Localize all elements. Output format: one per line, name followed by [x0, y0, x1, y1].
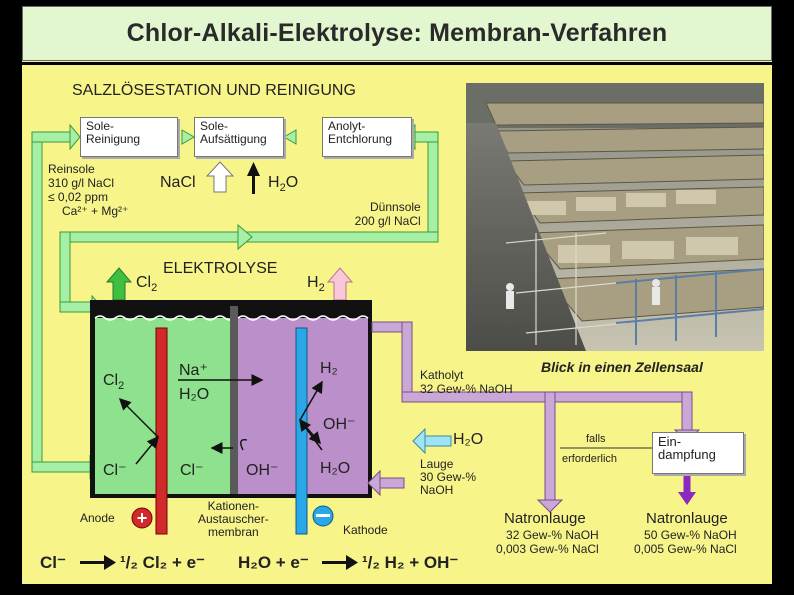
- hydrogen-out-label: H2: [307, 274, 325, 295]
- catholyte-label: Katholyt 32 Gew-% NaOH: [420, 368, 513, 396]
- box-brine-purification: Sole- Reinigung: [80, 117, 178, 157]
- chloride-left: Cl⁻: [103, 462, 127, 479]
- divider: [22, 62, 772, 65]
- photo-caption: Blick in einen Zellensaal: [541, 359, 703, 375]
- lauge-label: Lauge 30 Gew-% NaOH: [420, 457, 477, 497]
- water-inlet-label: H₂O: [453, 431, 484, 448]
- membrane-label: Kationen- Austauscher- membran: [198, 499, 269, 539]
- product-naoh-50: Natronlauge 50 Gew-% NaOH 0,005 Gew-% Na…: [634, 510, 737, 556]
- reinsole-label: Reinsole 310 g/l NaCl ≤ 0,02 ppm Ca²⁺ + …: [48, 162, 129, 218]
- electrolysis-heading: ELEKTROLYSE: [163, 260, 278, 277]
- cathode-water: H₂O: [320, 460, 351, 477]
- sodium-ion: Na⁺: [179, 362, 208, 379]
- svg-text:+: +: [137, 508, 148, 528]
- if-required-label: falls erforderlich: [562, 433, 618, 465]
- cathode-hydrogen: H₂: [320, 360, 338, 377]
- box-anolyte-dechlorination: Anolyt- Entchlorung: [322, 117, 412, 157]
- cathode-hydroxide: OH⁻: [323, 416, 356, 433]
- product-naoh-32: Natronlauge 32 Gew-% NaOH 0,003 Gew-% Na…: [496, 510, 599, 556]
- equation-cathode-left: H₂O + e⁻: [238, 553, 309, 572]
- hydroxide-mid: OH⁻: [246, 462, 279, 479]
- equation-anode-right: ¹/₂ Cl₂ + e⁻: [120, 553, 206, 572]
- page-title: Chlor-Alkali-Elektrolyse: Membran-Verfah…: [126, 19, 668, 47]
- equation-anode-left: Cl⁻: [40, 553, 66, 572]
- box-brine-saturation: Sole- Aufsättigung: [194, 117, 284, 157]
- cell-hall-photo: [466, 83, 764, 351]
- nacl-label: NaCl: [160, 174, 196, 191]
- equation-cathode-right: ¹/₂ H₂ + OH⁻: [362, 553, 459, 572]
- anode-label: Anode: [80, 511, 115, 525]
- water-anode-side: H₂O: [179, 386, 210, 403]
- duennsole-label: Dünnsole 200 g/l NaCl: [354, 200, 421, 228]
- chlorine-out-label: Cl2: [136, 274, 158, 295]
- water-label: H2O: [268, 174, 299, 195]
- chloride-mid: Cl⁻: [180, 462, 204, 479]
- box-evaporation: Ein- dampfung: [652, 432, 744, 474]
- anode-chlorine: Cl2: [103, 372, 125, 393]
- title-bar: Chlor-Alkali-Elektrolyse: Membran-Verfah…: [22, 6, 772, 61]
- cathode-label: Kathode: [343, 523, 388, 537]
- salt-station-heading: SALZLÖSESTATION UND REINIGUNG: [72, 82, 356, 99]
